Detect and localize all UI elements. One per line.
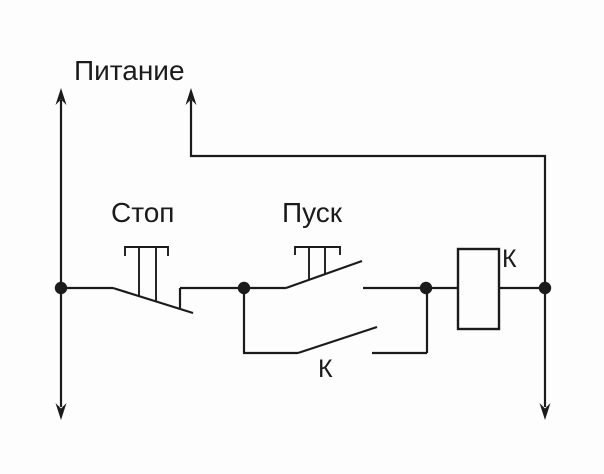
arrow-up-icon xyxy=(55,88,67,105)
plunger-icon xyxy=(294,246,341,255)
contact-blade xyxy=(297,325,378,355)
right-rail-line xyxy=(189,100,547,407)
junction-dots xyxy=(54,281,552,295)
arrow-up-icon xyxy=(185,88,197,105)
plunger-icon xyxy=(124,246,169,256)
stop-label: Стоп xyxy=(111,197,174,228)
junction-dot xyxy=(419,281,433,295)
junction-dot xyxy=(538,281,552,295)
junction-dot xyxy=(54,281,68,295)
stop-button-symbol xyxy=(112,246,194,315)
start-label: Пуск xyxy=(282,197,343,228)
coil-label: К xyxy=(502,245,517,273)
power-label: Питание xyxy=(74,55,185,86)
left-power-rail xyxy=(55,88,67,420)
contact-blade xyxy=(285,259,363,290)
start-button-symbol xyxy=(285,246,363,290)
coil-box xyxy=(456,247,501,331)
arrow-down-icon xyxy=(55,403,67,420)
arrow-down-icon xyxy=(539,403,551,420)
latch-contact-symbol xyxy=(242,288,429,355)
right-power-rail xyxy=(185,88,551,420)
relay-coil xyxy=(456,247,501,331)
latch-contact-label: К xyxy=(318,355,333,383)
contact-blade xyxy=(112,286,194,315)
junction-dot xyxy=(237,281,251,295)
